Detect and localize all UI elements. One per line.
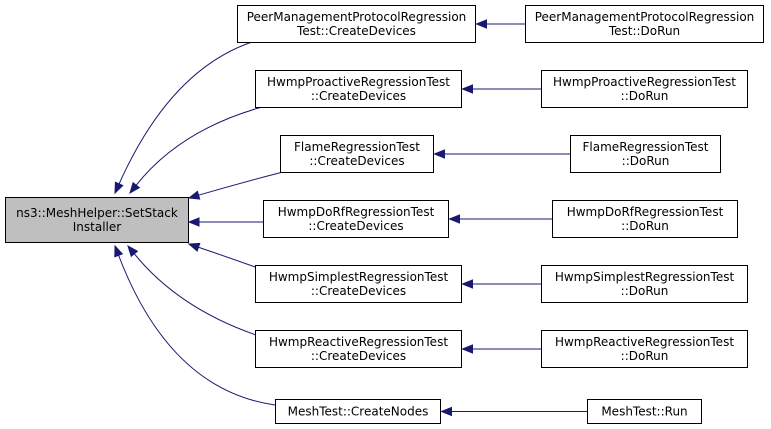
node-label-line: HwmpDoRfRegressionTest	[567, 205, 724, 219]
edge-line	[133, 253, 263, 338]
node-box	[255, 70, 462, 108]
node-box	[525, 5, 764, 43]
node-box	[552, 200, 738, 238]
node-label-line: MeshTest::CreateNodes	[288, 405, 429, 419]
edge-hwmp_dorf_dorun-to-hwmp_dorf_create	[448, 214, 553, 224]
node-box	[541, 265, 748, 303]
edge-arrowhead	[187, 217, 200, 227]
node-label-line: HwmpDoRfRegressionTest	[278, 205, 435, 219]
edge-arrowhead	[114, 181, 124, 195]
edge-arrowhead	[187, 242, 201, 252]
node-label-line: PeerManagementProtocolRegression	[247, 10, 467, 24]
edge-hwmp_simp_create-to-setstack	[187, 242, 259, 269]
edge-line	[118, 41, 253, 185]
node-label-line: HwmpSimplestRegressionTest	[269, 270, 449, 284]
node-label-line: HwmpSimplestRegressionTest	[555, 270, 735, 284]
node-hwmp_dorf_create[interactable]: HwmpDoRfRegressionTest::CreateDevices	[263, 200, 449, 238]
edge-pmp_dorun-to-pmp_create	[475, 19, 526, 29]
node-box	[541, 330, 748, 368]
edge-hwmp_simp_dorun-to-hwmp_simp_create	[461, 279, 542, 289]
edge-line	[198, 246, 259, 269]
edge-arrowhead	[461, 344, 473, 354]
edges-layer	[114, 19, 588, 417]
edge-arrowhead	[475, 19, 487, 29]
node-label-line: Installer	[73, 220, 122, 234]
node-box	[275, 399, 441, 424]
node-label-line: ::CreateDevices	[311, 349, 406, 363]
node-hwmp_simp_create[interactable]: HwmpSimplestRegressionTest::CreateDevice…	[255, 265, 462, 303]
edge-hwmp_react_dorun-to-hwmp_react_create	[461, 344, 542, 354]
edge-meshtest_run-to-meshtest_createnodes	[440, 406, 588, 417]
node-label-line: ::DoRun	[622, 154, 670, 168]
node-label-line: ::CreateDevices	[311, 89, 406, 103]
node-label-line: ::DoRun	[621, 89, 669, 103]
node-pmp_create[interactable]: PeerManagementProtocolRegressionTest::Cr…	[237, 5, 476, 43]
node-meshtest_createnodes[interactable]: MeshTest::CreateNodes	[275, 399, 441, 424]
node-label-line: MeshTest::Run	[601, 405, 687, 419]
node-label-line: HwmpReactiveRegressionTest	[269, 335, 448, 349]
edge-meshtest_createnodes-to-setstack	[114, 244, 276, 406]
node-label-line: Test::CreateDevices	[296, 24, 416, 38]
node-hwmp_react_dorun[interactable]: HwmpReactiveRegressionTest::DoRun	[541, 330, 748, 368]
edge-arrowhead	[114, 244, 124, 258]
edge-arrowhead	[129, 181, 141, 195]
edge-line	[198, 171, 284, 196]
node-box	[587, 399, 702, 424]
node-hwmp_react_create[interactable]: HwmpReactiveRegressionTest::CreateDevice…	[255, 330, 462, 368]
node-box	[280, 135, 434, 173]
node-hwmp_dorf_dorun[interactable]: HwmpDoRfRegressionTest::DoRun	[552, 200, 738, 238]
node-label-line: ::DoRun	[621, 219, 669, 233]
node-label-line: HwmpReactiveRegressionTest	[555, 335, 734, 349]
edge-line	[135, 106, 263, 186]
node-label-line: FlameRegressionTest	[294, 140, 420, 154]
node-meshtest_run[interactable]: MeshTest::Run	[587, 399, 702, 424]
node-box	[5, 197, 189, 243]
edge-hwmp_pro_create-to-setstack	[129, 106, 263, 195]
edge-pmp_create-to-setstack	[114, 41, 253, 195]
node-box	[263, 200, 449, 238]
node-hwmp_pro_create[interactable]: HwmpProactiveRegressionTest::CreateDevic…	[255, 70, 462, 108]
node-hwmp_pro_dorun[interactable]: HwmpProactiveRegressionTest::DoRun	[541, 70, 748, 108]
edge-arrowhead	[440, 406, 452, 417]
node-box	[541, 70, 748, 108]
node-label-line: PeerManagementProtocolRegression	[535, 10, 755, 24]
node-box	[255, 330, 462, 368]
node-box	[255, 265, 462, 303]
node-flame_create[interactable]: FlameRegressionTest::CreateDevices	[280, 135, 434, 173]
edge-line	[118, 255, 276, 406]
edge-arrowhead	[461, 84, 473, 94]
edge-flame_dorun-to-flame_create	[433, 149, 571, 159]
node-label-line: HwmpProactiveRegressionTest	[267, 75, 450, 89]
node-label-line: ::DoRun	[621, 284, 669, 298]
edge-arrowhead	[127, 244, 139, 258]
edge-arrowhead	[461, 279, 473, 289]
node-flame_dorun[interactable]: FlameRegressionTest::DoRun	[570, 135, 721, 173]
node-pmp_dorun[interactable]: PeerManagementProtocolRegressionTest::Do…	[525, 5, 764, 43]
node-label-line: ::CreateDevices	[311, 284, 406, 298]
node-label-line: ::CreateDevices	[309, 154, 404, 168]
edge-hwmp_pro_dorun-to-hwmp_pro_create	[461, 84, 542, 94]
node-box	[237, 5, 476, 43]
edge-arrowhead	[448, 214, 460, 224]
edge-hwmp_dorf_create-to-setstack	[187, 217, 263, 227]
node-label-line: ::CreateDevices	[308, 219, 403, 233]
node-box	[570, 135, 721, 173]
edge-flame_create-to-setstack	[187, 171, 284, 200]
node-label-line: HwmpProactiveRegressionTest	[553, 75, 736, 89]
node-label-line: ns3::MeshHelper::SetStack	[16, 206, 178, 220]
node-label-line: Test::DoRun	[608, 24, 680, 38]
edge-hwmp_react_create-to-setstack	[127, 244, 263, 338]
edge-arrowhead	[433, 149, 445, 159]
node-label-line: ::DoRun	[621, 349, 669, 363]
node-hwmp_simp_dorun[interactable]: HwmpSimplestRegressionTest::DoRun	[541, 265, 748, 303]
node-label-line: FlameRegressionTest	[583, 140, 709, 154]
edge-arrowhead	[187, 190, 201, 200]
